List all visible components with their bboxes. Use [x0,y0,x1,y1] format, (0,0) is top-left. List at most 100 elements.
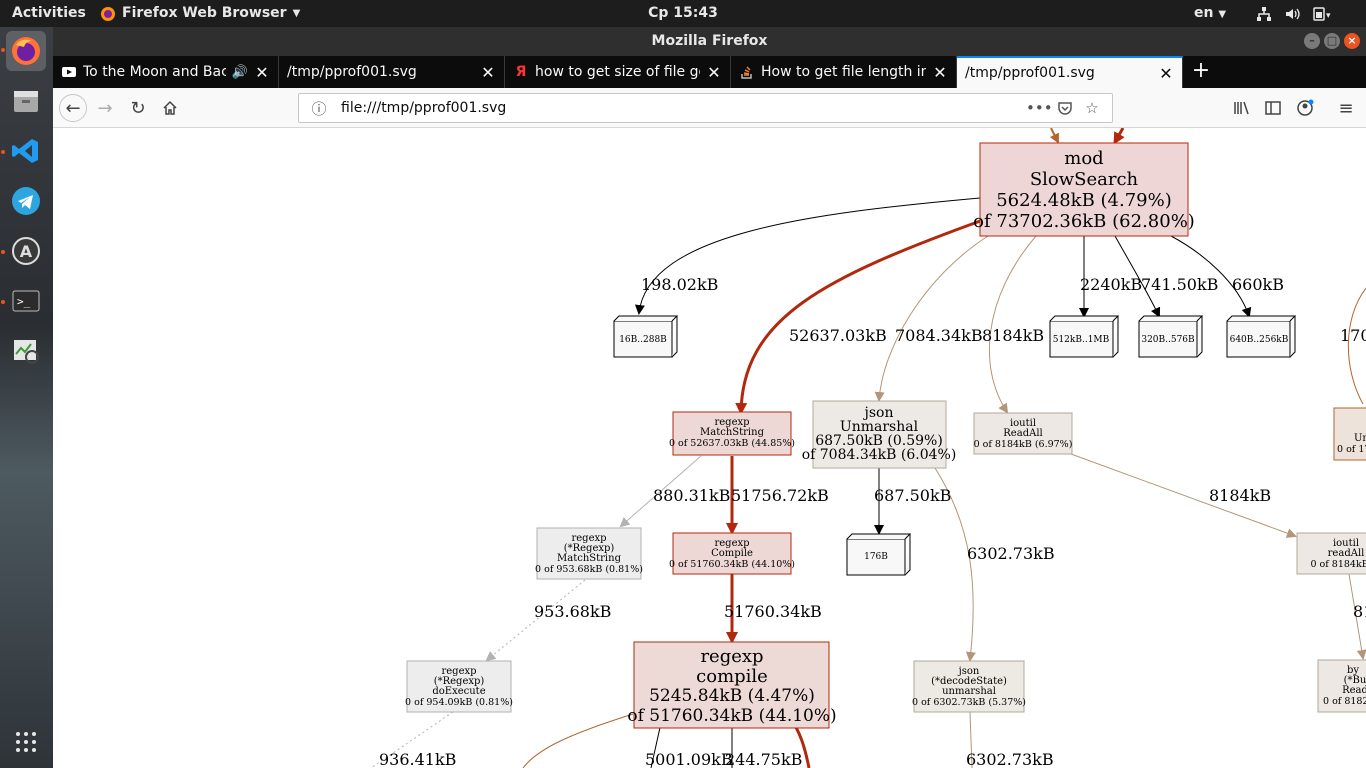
node-label: (*decodeState) [931,676,1007,687]
edge-label: 244.75kB [725,750,802,768]
sidebar-button[interactable] [1259,94,1287,122]
node-label: 0 of 8182k [1323,696,1366,707]
minimize-button[interactable]: – [1304,33,1320,49]
node-label: doExecute [432,686,485,697]
edge-label: 880.31kB [653,486,730,505]
edge-label: 52637.03kB [789,326,887,345]
window-title: Mozilla Firefox [651,33,768,49]
edge-label: 8184kB [982,326,1044,345]
library-button[interactable] [1227,94,1255,122]
page-actions-icon[interactable]: ••• [1026,99,1053,117]
node-label: (*Regexp) [564,543,615,554]
tab-pprof-1[interactable]: /tmp/pprof001.svg ✕ [279,56,505,88]
edge-incoming-1 [1049,128,1059,144]
tab-pprof-active[interactable]: /tmp/pprof001.svg ✕ [957,56,1183,88]
forward-button[interactable]: → [91,94,119,122]
node-label: 0 of 51760.34kB (44.10%) [669,559,795,570]
maximize-button[interactable]: □ [1324,33,1340,49]
box-176b[interactable]: 176B [846,533,912,576]
reload-button[interactable]: ↻ [124,94,152,122]
bookmark-star-icon[interactable]: ☆ [1085,99,1099,117]
svg-text:A: A [20,242,33,261]
account-button[interactable] [1291,94,1319,122]
node-label: regexp [700,646,763,667]
box-label: 176B [864,552,888,562]
network-icon [1257,6,1271,21]
software-updater-dock-icon[interactable]: A [6,231,46,271]
node-doexecute[interactable]: regexp (*Regexp) doExecute 0 of 954.09kB… [405,660,513,713]
edge-label: 6302.73kB [967,544,1055,563]
close-tab-icon[interactable]: ✕ [481,62,495,82]
edge-incoming-2 [1113,128,1125,145]
node-decodestate[interactable]: json (*decodeState) unmarshal 0 of 6302.… [912,660,1026,713]
menu-button[interactable]: ≡ [1332,94,1360,122]
box-320b-576b[interactable]: 320B..576B [1138,315,1204,358]
close-window-button[interactable]: × [1344,33,1360,49]
node-label: SlowSearch [1030,169,1139,190]
node-compile-small[interactable]: regexp Compile 0 of 51760.34kB (44.10%) [669,532,795,575]
box-label: 512kB..1MB [1053,335,1110,345]
node-slowsearch[interactable]: mod SlowSearch 5624.48kB (4.79%) of 7370… [973,142,1195,237]
pocket-icon[interactable] [1056,99,1074,117]
vscode-dock-icon[interactable] [6,131,46,171]
files-dock-icon[interactable] [6,81,46,121]
firefox-icon [101,6,115,21]
url-input[interactable] [341,100,1026,116]
edge-label: 687.50kB [874,486,951,505]
edge-label: 8184kB [1209,486,1271,505]
system-tray[interactable]: ▾ [1256,0,1332,27]
app-menu[interactable]: Firefox Web Browser ▼ [100,0,300,27]
node-buffer[interactable]: by (*Bu Read 0 of 8182k [1317,659,1366,713]
language-label: en [1194,5,1214,21]
url-bar[interactable]: ⓘ ••• ☆ [298,93,1113,123]
firefox-dock-icon[interactable] [6,31,46,71]
close-tab-icon[interactable]: ✕ [707,62,721,82]
node-regexp-matchstring[interactable]: regexp (*Regexp) MatchString 0 of 953.68… [535,527,643,580]
grid-icon [16,732,36,752]
edge-label: 936.41kB [379,750,456,768]
tab-yandex[interactable]: Я how to get size of file go ✕ [505,56,731,88]
node-matchstring[interactable]: regexp MatchString 0 of 52637.03kB (44.8… [669,411,795,456]
svg-text:>_: >_ [17,295,31,308]
close-tab-icon[interactable]: ✕ [255,62,269,82]
node-label: unmarshal [942,686,996,697]
audio-playing-icon[interactable]: 🔊 [231,64,248,80]
activities-button[interactable]: Activities [12,5,86,21]
node-readall2[interactable]: ioutil readAll 0 of 8184kB (6 [1296,532,1366,575]
edge-label: 198.02kB [641,275,718,294]
system-monitor-dock-icon[interactable] [6,331,46,371]
node-label: regexp [441,666,476,677]
edge-label: 5001.09kB [645,750,733,768]
node-readall[interactable]: ioutil ReadAll 0 of 8184kB (6.97%) [973,412,1073,455]
tab-youtube[interactable]: To the Moon and Back 🔊 ✕ [53,56,279,88]
node-label: of 51760.34kB (44.10%) [627,706,836,726]
node-label: Read [1342,685,1366,696]
telegram-dock-icon[interactable] [6,181,46,221]
tab-title: /tmp/pprof001.svg [287,64,417,80]
new-tab-button[interactable]: + [1191,58,1211,83]
tab-stackoverflow[interactable]: How to get file length in G ✕ [731,56,957,88]
edge-label: 81 [1353,602,1366,621]
node-unknown-right[interactable]: Un 0 of 17 [1333,407,1366,461]
info-icon[interactable]: ⓘ [311,99,327,118]
show-applications-dock-icon[interactable] [6,722,46,762]
node-label: ioutil [1010,418,1036,429]
home-button[interactable] [156,94,184,122]
close-tab-icon[interactable]: ✕ [1159,63,1173,83]
box-512kb-1mb[interactable]: 512kB..1MB [1049,315,1120,358]
tab-title: To the Moon and Back [83,64,226,80]
terminal-dock-icon[interactable]: >_ [6,281,46,321]
box-16b-288b[interactable]: 16B..288B [613,315,679,358]
node-label: MatchString [557,553,622,564]
node-unmarshal[interactable]: json Unmarshal 687.50kB (0.59%) of 7084.… [802,400,957,469]
window-titlebar[interactable]: Mozilla Firefox – □ × [53,27,1366,56]
window-controls: – □ × [1304,33,1360,49]
node-label: 0 of 6302.73kB (5.37%) [912,697,1026,708]
close-tab-icon[interactable]: ✕ [933,62,947,82]
back-button[interactable]: ← [59,94,87,122]
language-indicator[interactable]: en ▼ [1194,0,1226,27]
box-640b-256kb[interactable]: 640B..256kB [1226,315,1297,358]
node-label: ioutil [1333,538,1359,549]
node-compile-big[interactable]: regexp compile 5245.84kB (4.47%) of 5176… [627,641,837,729]
clock[interactable]: Ср 15:43 [648,5,718,21]
